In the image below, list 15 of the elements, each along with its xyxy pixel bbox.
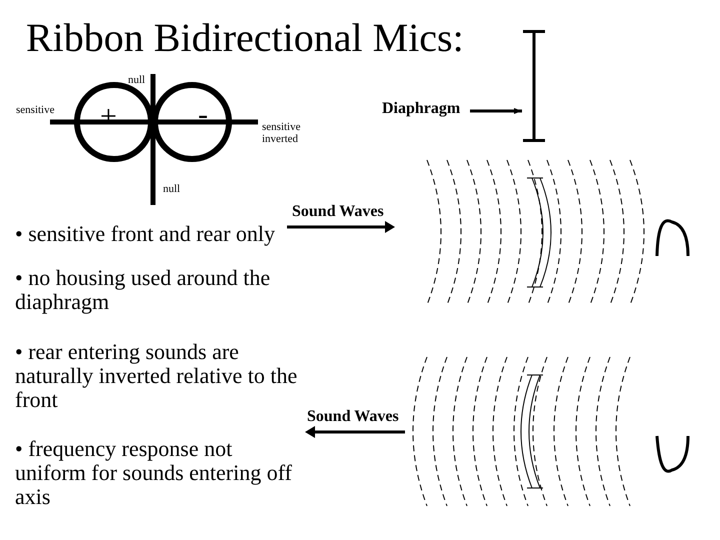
bullet-point: • rear entering sounds are naturally inverted relative to the front <box>15 340 298 412</box>
arrow <box>470 108 522 114</box>
diaphragm-label: Diaphragm <box>382 100 460 118</box>
wave-label: Sound Waves <box>307 408 399 426</box>
bullet-point: • sensitive front and rear only <box>15 222 276 246</box>
title: Ribbon Bidirectional Mics: <box>26 14 464 61</box>
wave-label: Sound Waves <box>292 203 384 221</box>
pattern-label: null <box>163 183 180 196</box>
pattern-label: - <box>198 98 208 131</box>
bullet-point: • no housing used around the diaphragm <box>15 266 272 314</box>
bullet-point: • frequency response not uniform for sounds entering off axis <box>15 437 293 509</box>
diaphragm-bar <box>523 30 545 142</box>
pattern-label: sensitive <box>16 104 54 116</box>
pattern-label: sensitive inverted <box>262 121 302 146</box>
pattern-label: null <box>128 74 146 86</box>
